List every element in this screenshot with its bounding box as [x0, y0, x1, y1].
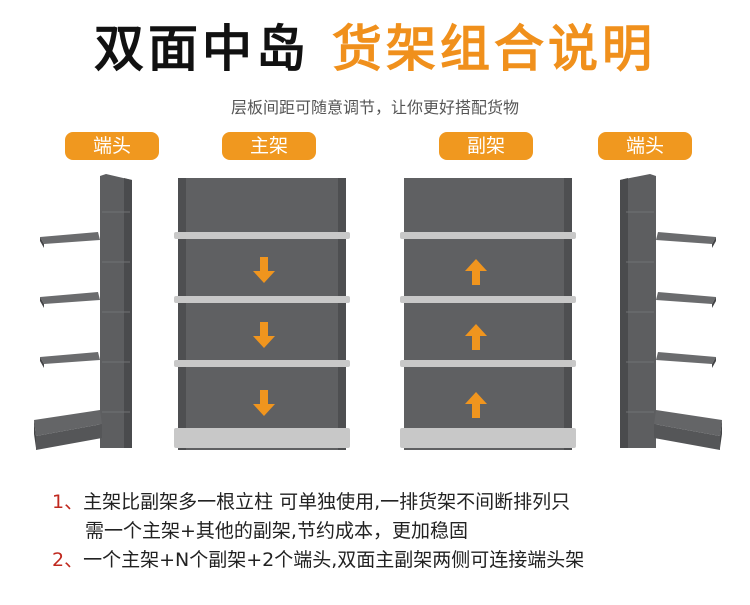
arrow-down-icon	[253, 257, 275, 283]
label-left-end: 端头	[65, 132, 159, 160]
notes: 1、主架比副架多一根立柱 可单独使用,一排货架不间断排列只 需一个主架+其他的副…	[52, 488, 584, 575]
note-text: 一个主架+N个副架+2个端头,双面主副架两侧可连接端头架	[83, 549, 585, 571]
arrow-up-icon	[465, 392, 487, 418]
label-right-end: 端头	[598, 132, 692, 160]
page-title: 双面中岛货架组合说明	[0, 14, 750, 84]
note-text: 主架比副架多一根立柱 可单独使用,一排货架不间断排列只	[83, 491, 571, 513]
label-main: 主架	[222, 132, 316, 160]
arrow-down-icon	[253, 390, 275, 416]
arrow-down-icon	[253, 322, 275, 348]
arrow-up-icon	[465, 259, 487, 285]
arrow-up-icon	[465, 324, 487, 350]
title-part1: 双面中岛	[94, 20, 310, 78]
note-number: 2、	[52, 549, 84, 571]
note-number: 1、	[52, 491, 84, 513]
note-1-continued: 需一个主架+其他的副架,节约成本，更加稳固	[85, 520, 468, 542]
sub-shelf-illustration	[400, 178, 576, 450]
main-shelf-illustration	[174, 178, 350, 450]
subtitle: 层板间距可随意调节，让你更好搭配货物	[230, 98, 519, 117]
note-2: 2、一个主架+N个副架+2个端头,双面主副架两侧可连接端头架	[52, 546, 584, 575]
note-1: 1、主架比副架多一根立柱 可单独使用,一排货架不间断排列只	[52, 488, 584, 517]
left-end-shelf-illustration	[34, 174, 132, 450]
label-sub: 副架	[439, 132, 533, 160]
title-part2: 货架组合说明	[332, 20, 656, 78]
right-end-shelf-illustration	[620, 174, 722, 450]
